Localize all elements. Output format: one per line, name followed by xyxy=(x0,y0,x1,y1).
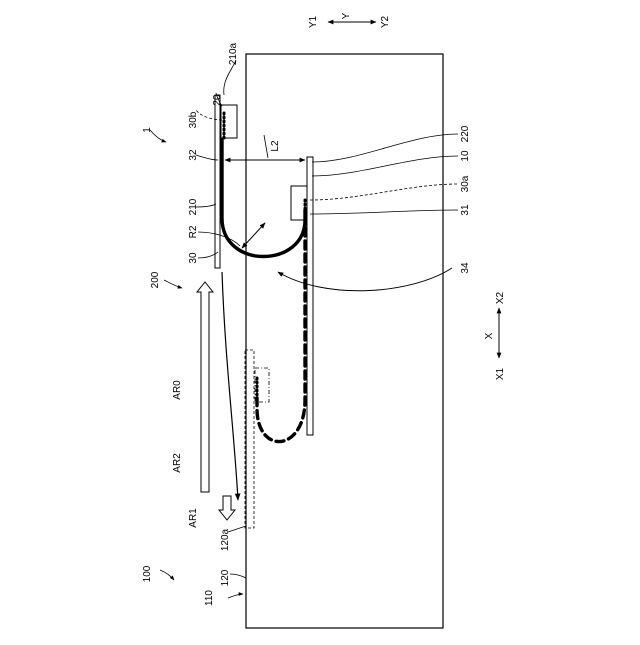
leader-210 xyxy=(196,204,216,207)
label-30a: 30a xyxy=(460,175,471,192)
label-X1: X1 xyxy=(495,367,506,380)
label-AR1: AR1 xyxy=(188,508,199,528)
label-120a: 120a xyxy=(220,528,231,551)
arrow-AR0 xyxy=(222,272,238,500)
label-100: 100 xyxy=(142,565,153,582)
label-110: 110 xyxy=(204,590,215,606)
label-200: 200 xyxy=(150,271,161,288)
label-210a: 210a xyxy=(228,42,239,65)
label-10: 10 xyxy=(460,150,471,162)
label-210: 210 xyxy=(188,198,199,215)
label-220: 220 xyxy=(460,125,471,142)
arrow-AR1 xyxy=(219,496,235,520)
label-32: 32 xyxy=(188,149,199,161)
leader-31 xyxy=(310,210,458,214)
label-31: 31 xyxy=(460,204,471,216)
label-X: X xyxy=(484,332,495,339)
label-R2: R2 xyxy=(188,225,199,238)
plate-220 xyxy=(307,157,313,435)
label-34: 34 xyxy=(460,262,471,274)
arrow-AR2 xyxy=(197,282,213,492)
label-Y2: Y2 xyxy=(380,15,391,28)
label-L2: L2 xyxy=(270,140,281,152)
pointer-100 xyxy=(160,570,174,580)
plate-210 xyxy=(215,95,220,268)
label-AR0: AR0 xyxy=(172,380,183,400)
label-X2: X2 xyxy=(495,291,506,304)
leader-220 xyxy=(312,134,458,162)
pointer-200 xyxy=(164,280,182,288)
cable-dashed-moved xyxy=(257,228,305,442)
leader-120 xyxy=(230,574,246,578)
label-30: 30 xyxy=(188,252,199,264)
label-Y: Y xyxy=(341,12,352,19)
label-Y1: Y1 xyxy=(308,15,319,28)
label-30b: 30b xyxy=(188,111,199,128)
leader-30a xyxy=(310,184,458,200)
leader-10 xyxy=(312,156,458,176)
leader-L2 xyxy=(264,135,268,158)
label-1: 1 xyxy=(142,127,153,133)
pointer-110 xyxy=(228,594,243,598)
label-20: 20 xyxy=(212,94,223,106)
label-AR2: AR2 xyxy=(172,453,183,473)
label-120: 120 xyxy=(220,569,231,586)
